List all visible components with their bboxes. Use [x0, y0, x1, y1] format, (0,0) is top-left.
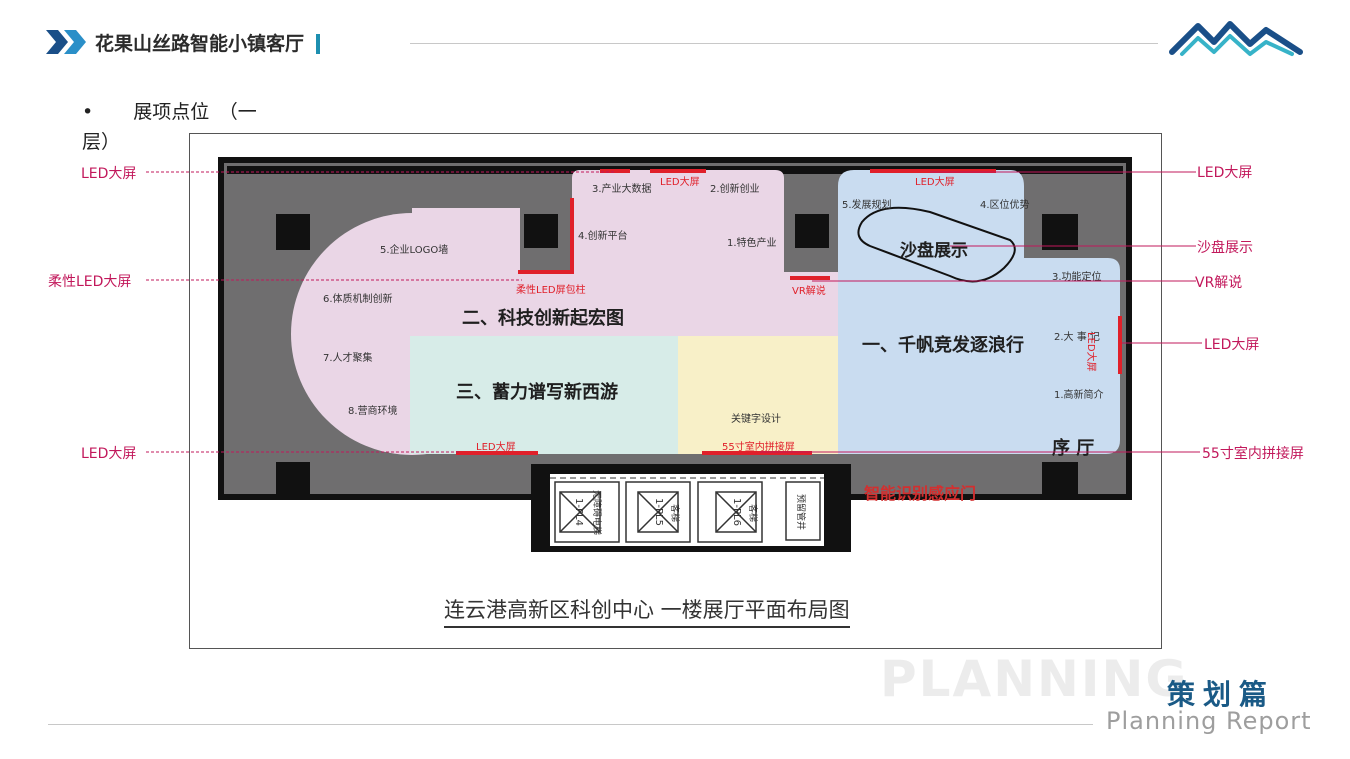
callout-led-right-top: LED大屏	[1197, 165, 1253, 181]
led-bar	[650, 169, 706, 173]
vr-bar	[790, 276, 830, 280]
led-bar	[702, 451, 812, 455]
section-heading-line2: 层）	[82, 131, 121, 153]
planning-title-cn: 策划篇	[1167, 678, 1276, 711]
header-divider	[410, 43, 1158, 44]
exhibit-item: 8.营商环境	[348, 406, 398, 417]
zone3-label: 三、蓄力谱写新西游	[456, 382, 618, 403]
callout-flex-led-left: 柔性LED大屏	[48, 274, 132, 290]
elevator-block	[531, 464, 851, 552]
footer-divider	[48, 724, 1093, 725]
planning-title-en: Planning Report	[1106, 707, 1312, 735]
exhibit-item: 2.大 事 记	[1054, 332, 1100, 343]
pillar	[276, 462, 310, 498]
bullet-mark: •	[82, 101, 94, 123]
keyword-area	[678, 336, 838, 454]
planning-watermark: PLANNING	[880, 650, 1189, 708]
exhibit-item: 7.人才聚集	[323, 353, 373, 364]
pillar	[1042, 462, 1078, 498]
page-title: 花果山丝路智能小镇客厅	[95, 33, 305, 55]
led-bar	[870, 169, 996, 173]
zone2-label: 二、科技创新起宏图	[462, 308, 624, 329]
flex-led-label: 柔性LED屏包柱	[516, 285, 586, 296]
exhibit-item: 5.企业LOGO墙	[380, 245, 449, 256]
section-heading-line1: 展项点位 （一	[133, 101, 257, 123]
splice-screen-label: 55寸室内拼接屏	[722, 442, 795, 453]
led-bar	[1118, 316, 1122, 374]
exhibit-item: 2.创新创业	[710, 184, 760, 195]
callout-led-left-bottom: LED大屏	[81, 446, 137, 462]
header-chevron-icon	[46, 30, 90, 54]
callout-vr: VR解说	[1195, 275, 1243, 291]
exhibit-item: 1.高新简介	[1054, 390, 1104, 401]
exhibit-item: 6.体质机制创新	[323, 294, 393, 305]
exhibit-item: 5.发展规划	[842, 200, 892, 211]
led-label: LED大屏	[915, 177, 955, 188]
led-bar	[600, 169, 630, 173]
smart-door-label: 智能识别感应门	[864, 484, 977, 503]
lobby-label: 序 厅	[1052, 438, 1095, 459]
title-accent-bar	[316, 34, 320, 54]
pillar	[276, 214, 310, 250]
sandtable-shape	[857, 206, 1016, 283]
zone3-area	[410, 336, 678, 454]
callout-led-left-top: LED大屏	[81, 166, 137, 182]
exhibit-item: 4.创新平台	[578, 231, 628, 242]
led-label: LED大屏	[660, 177, 700, 188]
led-label: LED大屏	[476, 442, 516, 453]
flex-led-bar	[518, 198, 574, 274]
exhibit-item: 3.功能定位	[1052, 272, 1102, 283]
callout-led-right: LED大屏	[1204, 337, 1260, 353]
callout-55-splice: 55寸室内拼接屏	[1202, 446, 1304, 462]
brand-mountain-logo-icon	[1168, 18, 1304, 58]
zone1-label: 一、千帆竞发逐浪行	[862, 335, 1024, 356]
vr-label: VR解说	[792, 286, 826, 297]
section-heading: • 展项点位 （一 层）	[82, 97, 257, 157]
plan-caption: 连云港高新区科创中心 一楼展厅平面布局图	[444, 594, 850, 628]
exhibit-item: 3.产业大数据	[592, 184, 652, 195]
pillar	[524, 214, 558, 248]
exhibit-item: 1.特色产业	[727, 238, 777, 249]
keyword-label: 关键字设计	[731, 414, 781, 425]
led-bar	[456, 451, 538, 455]
exhibit-item: 4.区位优势	[980, 200, 1030, 211]
pillar	[795, 214, 829, 248]
pillar	[1042, 214, 1078, 250]
callout-sandtable: 沙盘展示	[1197, 240, 1253, 256]
